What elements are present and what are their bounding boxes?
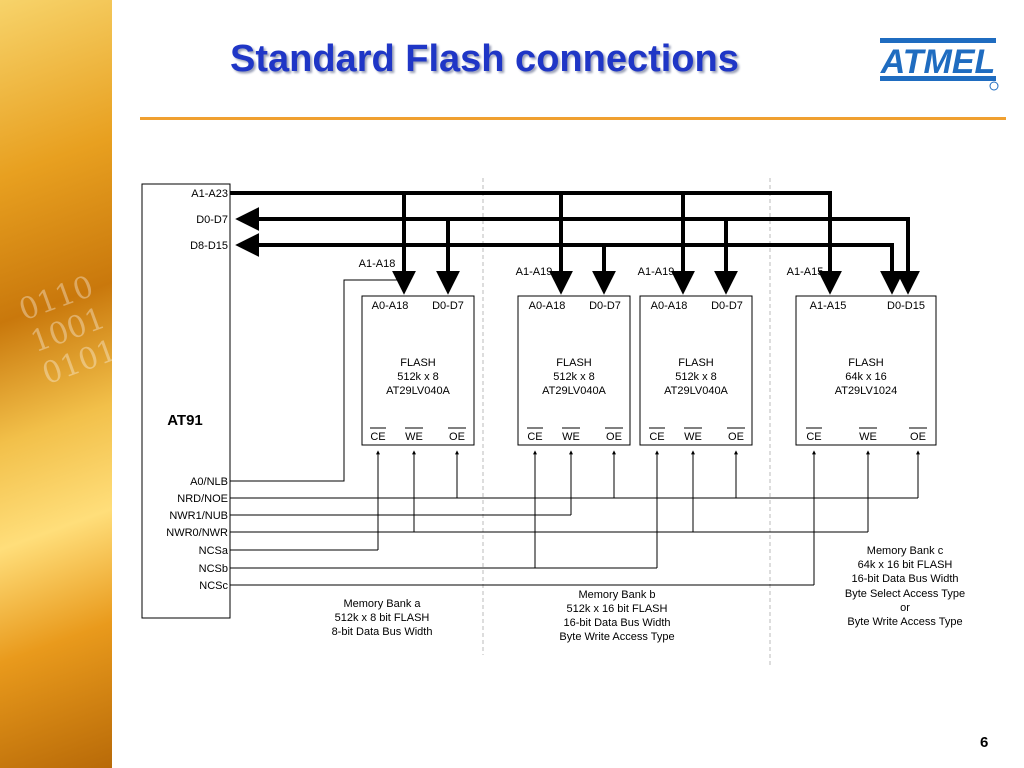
diagram-label: 16-bit Data Bus Width — [852, 573, 959, 585]
slide-title: Standard Flash connections — [230, 38, 739, 80]
page-number: 6 — [980, 734, 989, 751]
addr-label-bank-b2: A1-A19 — [638, 266, 675, 278]
chip-ce-pin: CE — [649, 431, 664, 443]
diagram-label: 512k x 8 bit FLASH — [335, 612, 430, 624]
mcu-at91: AT91 A1-A23 D0-D7 D8-D15 A0/NLB NRD/NOE … — [141, 183, 231, 619]
chip-type: FLASH — [400, 357, 436, 369]
diagram-label: or — [900, 602, 910, 614]
chip-oe-pin: OE — [728, 431, 744, 443]
mcu-pin-d0-d7: D0-D7 — [196, 214, 228, 226]
chip-size: 64k x 16 — [845, 371, 887, 383]
diagram-label: Memory Bank c — [867, 545, 944, 557]
mcu-pin-a1-a23: A1-A23 — [191, 188, 228, 200]
bank-b-description: Memory Bank b 512k x 16 bit FLASH 16-bit… — [559, 589, 674, 643]
chip-type: FLASH — [848, 357, 884, 369]
chip-type: FLASH — [556, 357, 592, 369]
diagram-label: 64k x 16 bit FLASH — [858, 559, 953, 571]
chip-oe-pin: OE — [910, 431, 926, 443]
chip-ce-pin: CE — [370, 431, 385, 443]
chip-data-pin: D0-D7 — [711, 300, 743, 312]
chip-data-pin: D0-D7 — [589, 300, 621, 312]
mcu-pin-d8-d15: D8-D15 — [190, 240, 228, 252]
chip-part: AT29LV040A — [664, 385, 728, 397]
chip-we-pin: WE — [562, 431, 580, 443]
diagram-label: Byte Write Access Type — [847, 616, 962, 628]
chip-addr-pin: A0-A18 — [529, 300, 566, 312]
chip-we-pin: WE — [859, 431, 877, 443]
a0-nlb-line — [230, 279, 404, 482]
chip-size: 512k x 8 — [397, 371, 439, 383]
chip-part: AT29LV1024 — [835, 385, 898, 397]
mcu-name: AT91 — [167, 412, 203, 429]
flash-chip-4: A1-A15 D0-D15 FLASH 64k x 16 AT29LV1024 … — [795, 295, 937, 446]
addr-label-bank-b1: A1-A19 — [516, 266, 553, 278]
addr-label-bank-c: A1-A15 — [787, 266, 824, 278]
diagram-label: Byte Select Access Type — [845, 588, 965, 600]
chip-ce-pin: CE — [527, 431, 542, 443]
diagram-label: 8-bit Data Bus Width — [332, 626, 433, 638]
logo-text: ATMEL — [880, 43, 996, 81]
flash-chip-3: A0-A18 D0-D7 FLASH 512k x 8 AT29LV040A C… — [639, 295, 753, 446]
chip-size: 512k x 8 — [675, 371, 717, 383]
flash-chip-2: A0-A18 D0-D7 FLASH 512k x 8 AT29LV040A C… — [517, 295, 631, 446]
chip-size: 512k x 8 — [553, 371, 595, 383]
mcu-pin-nwr1-nub: NWR1/NUB — [169, 510, 228, 522]
bank-c-description: Memory Bank c 64k x 16 bit FLASH 16-bit … — [845, 545, 965, 628]
chip-oe-pin: OE — [449, 431, 465, 443]
diagram-label: Memory Bank a — [343, 598, 421, 610]
chip-part: AT29LV040A — [542, 385, 606, 397]
chip-data-pin: D0-D15 — [887, 300, 925, 312]
chip-oe-pin: OE — [606, 431, 622, 443]
addr-label-bank-a: A1-A18 — [359, 258, 396, 270]
flash-chip-1: A0-A18 D0-D7 FLASH 512k x 8 AT29LV040A C… — [361, 295, 475, 446]
mcu-pin-ncsa: NCSa — [199, 545, 229, 557]
chip-part: AT29LV040A — [386, 385, 450, 397]
chip-addr-pin: A0-A18 — [651, 300, 688, 312]
chip-we-pin: WE — [684, 431, 702, 443]
diagram-label: Memory Bank b — [578, 589, 655, 601]
mcu-pin-ncsb: NCSb — [199, 563, 228, 575]
mcu-pin-a0-nlb: A0/NLB — [190, 476, 228, 488]
chip-type: FLASH — [678, 357, 714, 369]
mcu-pin-nwr0-nwr: NWR0/NWR — [166, 527, 228, 539]
bank-a-description: Memory Bank a 512k x 8 bit FLASH 8-bit D… — [332, 598, 433, 638]
diagram-label: 16-bit Data Bus Width — [564, 617, 671, 629]
chip-addr-pin: A1-A15 — [810, 300, 847, 312]
control-lines — [230, 450, 920, 586]
chip-addr-pin: A0-A18 — [372, 300, 409, 312]
mcu-pin-nrd-noe: NRD/NOE — [177, 493, 228, 505]
chip-data-pin: D0-D7 — [432, 300, 464, 312]
atmel-logo: ATMEL — [876, 32, 999, 91]
diagram-label: 512k x 16 bit FLASH — [567, 603, 668, 615]
diagram-label: Byte Write Access Type — [559, 631, 674, 643]
bank-separators — [482, 178, 771, 665]
title-rule — [140, 117, 1006, 120]
chip-ce-pin: CE — [806, 431, 821, 443]
buses — [230, 191, 920, 295]
chip-we-pin: WE — [405, 431, 423, 443]
mcu-pin-ncsc: NCSc — [199, 580, 228, 592]
